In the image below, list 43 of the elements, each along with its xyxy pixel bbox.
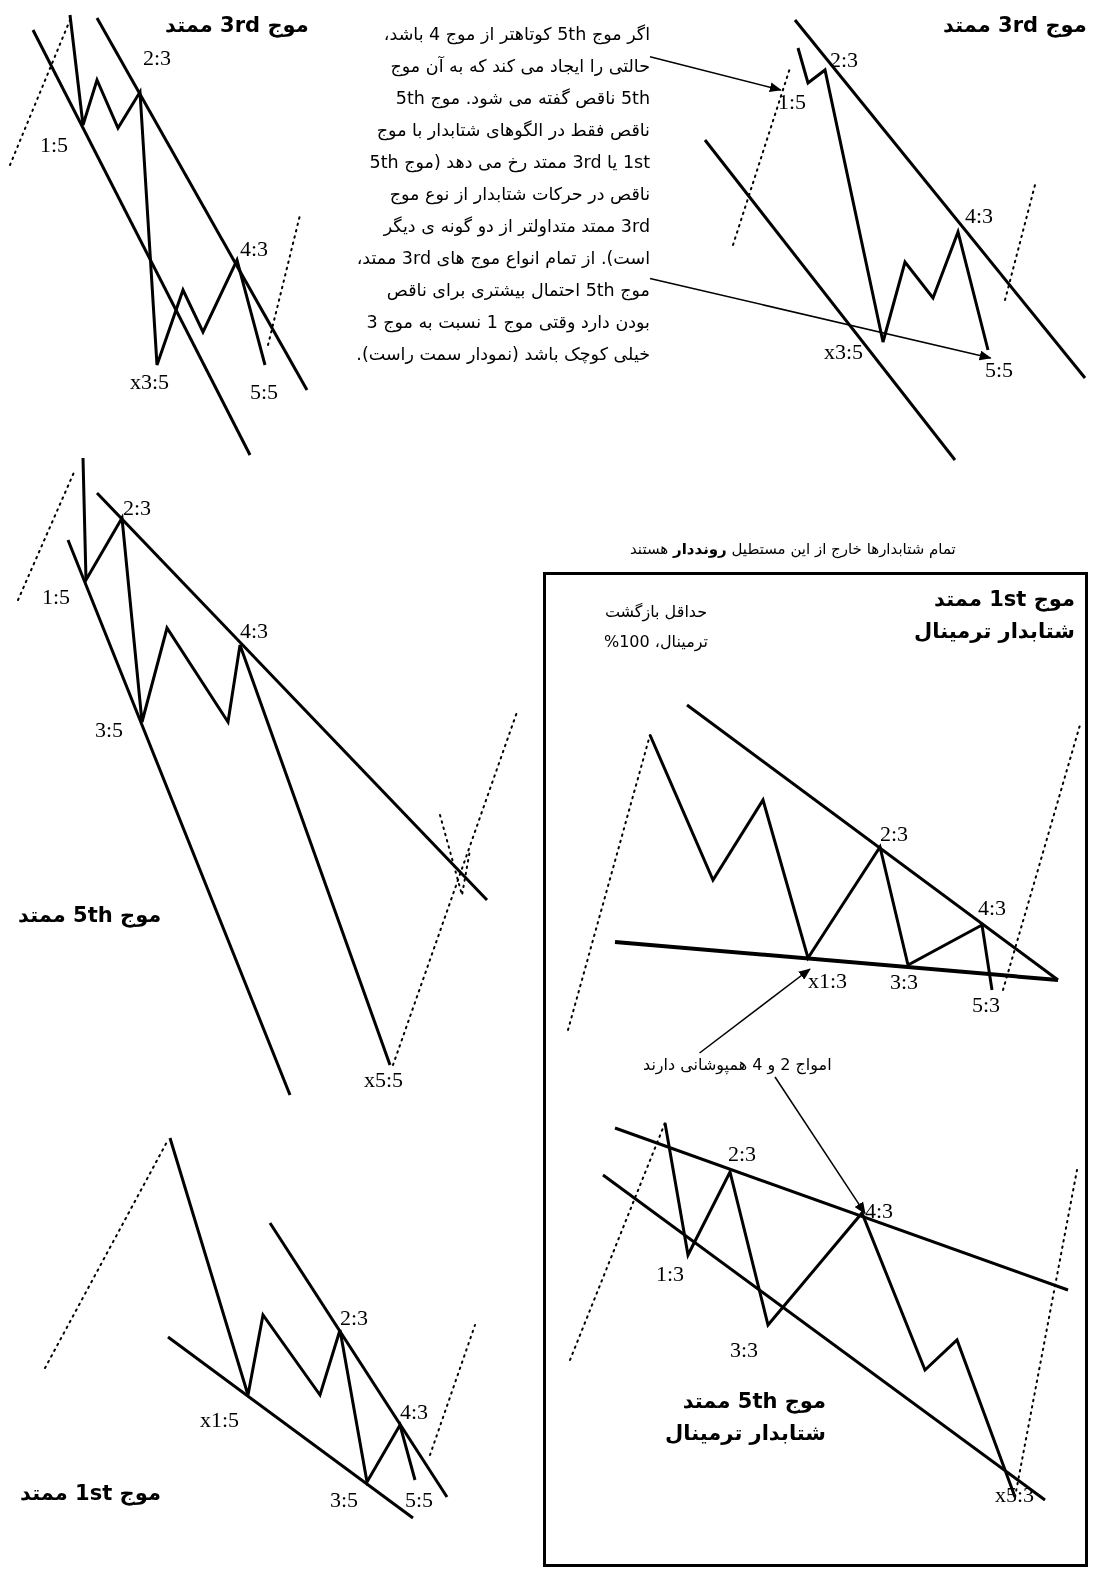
wave-label: 2:3 — [340, 1306, 369, 1330]
wave-label: x3:5 — [130, 370, 170, 394]
wave-label: x1:3 — [808, 969, 848, 993]
chart-title: موج 1st ممتد — [20, 1480, 161, 1508]
wave-label: 1:3 — [656, 1262, 685, 1286]
wave-label: 3:3 — [730, 1338, 759, 1362]
wave-label: 4:3 — [965, 204, 994, 228]
wave-label: 1:5 — [42, 585, 71, 609]
arrow — [774, 1076, 866, 1215]
wave-label: 4:3 — [240, 237, 269, 261]
wave-label: 4:3 — [978, 896, 1007, 920]
retracement-note: حداقل بازگشت ترمینال، 100% — [603, 601, 709, 654]
arrow — [649, 55, 782, 93]
wave-label: 1:5 — [778, 90, 807, 114]
wave-label: 5:3 — [972, 993, 1001, 1017]
pattern-title: موج 1st ممتد شتابدار ترمینال — [913, 586, 1075, 645]
arrow — [649, 277, 992, 361]
callout-text: امواج 2 و 4 همپوشانی دارند — [643, 1053, 832, 1077]
wave-label: 5:5 — [985, 358, 1014, 382]
wave-label: x1:5 — [200, 1408, 240, 1432]
note-paragraph: اگر موج 5th کوتاهتر از موج 4 باشد، حالتی را ایجاد می کند که به آن موج 5th ناقص گفته می شود. موج 5th ناقص فقط در الگوهای شتابدار با موج 1st یا 3rd ممتد رخ می دهد (موج 5th ناقص در حرکات شتابدار از نوع موج 3rd ممتد متداولتر از دو گونه ی دیگر است). از تمام انواع موج های 3rd ممتد، موج 5th احتمال بیشتری برای ناقص بودن دارد وقتی موج 1 نسبت به موج 3 خیلی کوچک باشد (نمودار سمت راست). — [356, 18, 650, 370]
chart-title: موج 3rd ممتد — [165, 12, 309, 40]
wave-label: 2:3 — [880, 822, 909, 846]
wave-label: 2:3 — [143, 46, 172, 70]
wave-label: 3:3 — [890, 970, 919, 994]
wave-label: 5:5 — [250, 380, 279, 404]
wave-label: 5:5 — [405, 1488, 434, 1512]
arrow — [698, 968, 811, 1054]
wave-label: x5:5 — [364, 1068, 404, 1092]
wave-label: 4:3 — [865, 1199, 894, 1223]
wave-label: 4:3 — [400, 1400, 429, 1424]
wave-label: 2:3 — [123, 496, 152, 520]
chart-title: موج 5th ممتد — [18, 902, 162, 930]
wave-label: 2:3 — [728, 1142, 757, 1166]
wave-label: 1:5 — [40, 133, 69, 157]
wave-label: 3:5 — [95, 718, 124, 742]
terminal-panel — [543, 572, 1088, 1567]
wave-label: 4:3 — [240, 619, 269, 643]
wave-label: 3:5 — [330, 1488, 359, 1512]
panel-caption: تمام شتابدارها خارج از این مستطیل رونددار هستند — [630, 539, 956, 561]
chart-title: موج 3rd ممتد — [943, 12, 1087, 40]
pattern-title: موج 5th ممتد شتابدار ترمینال — [664, 1388, 826, 1447]
wave-label: x3:5 — [824, 340, 864, 364]
